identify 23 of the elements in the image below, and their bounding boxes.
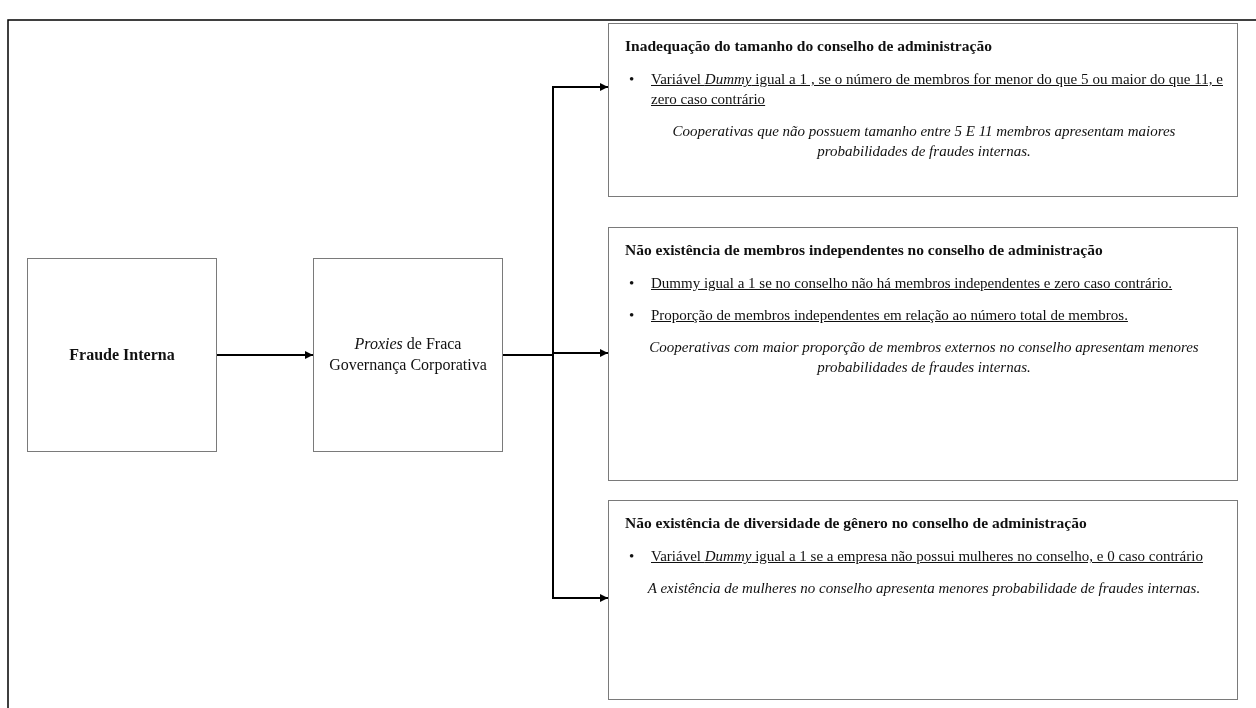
process-box	[608, 500, 1238, 700]
process-box	[313, 258, 503, 452]
bullet-mark: •	[629, 548, 635, 565]
bullet-text: Dummy igual a 1 se no conselho não há membros independentes e zero caso contrário.	[651, 274, 1174, 294]
arrow	[502, 354, 609, 602]
box-heading: Inadequação do tamanho do conselho de administração	[625, 36, 993, 56]
note-text: Cooperativas que não possuem tamanho entre 5 E 11 membros apresentam maiores probabilidades de fraudes internas.	[671, 122, 1177, 161]
box-heading: Não existência de diversidade de gênero no conselho de administração	[625, 513, 1088, 533]
bullet-mark: •	[629, 71, 635, 88]
process-box	[608, 23, 1238, 197]
bullet-mark: •	[629, 307, 635, 324]
bullet-text: Variável Dummy igual a 1 se a empresa não possui mulheres no conselho, e 0 caso contrário	[651, 547, 1204, 567]
process-box	[27, 258, 217, 452]
process-box	[608, 227, 1238, 481]
bullet-mark: •	[629, 275, 635, 292]
bullet-text: Proporção de membros independentes em relação ao número total de membros.	[651, 306, 1129, 326]
node-label: Proxies de Fraca Governança Corporativa	[328, 334, 488, 376]
note-text: A existência de mulheres no conselho apresenta menores probabilidade de fraudes internas.	[646, 579, 1202, 599]
box-heading: Não existência de membros independentes no conselho de administração	[625, 240, 1104, 260]
node-label: Fraude Interna	[69, 344, 175, 365]
bullet-text: Variável Dummy igual a 1 , se o número de membros for menor do que 5 ou maior do que 11, e zero caso contrário	[651, 70, 1223, 110]
note-text: Cooperativas com maior proporção de membros externos no conselho apresentam menores probabilidades de fraudes internas.	[648, 338, 1200, 377]
arrow	[216, 351, 314, 359]
